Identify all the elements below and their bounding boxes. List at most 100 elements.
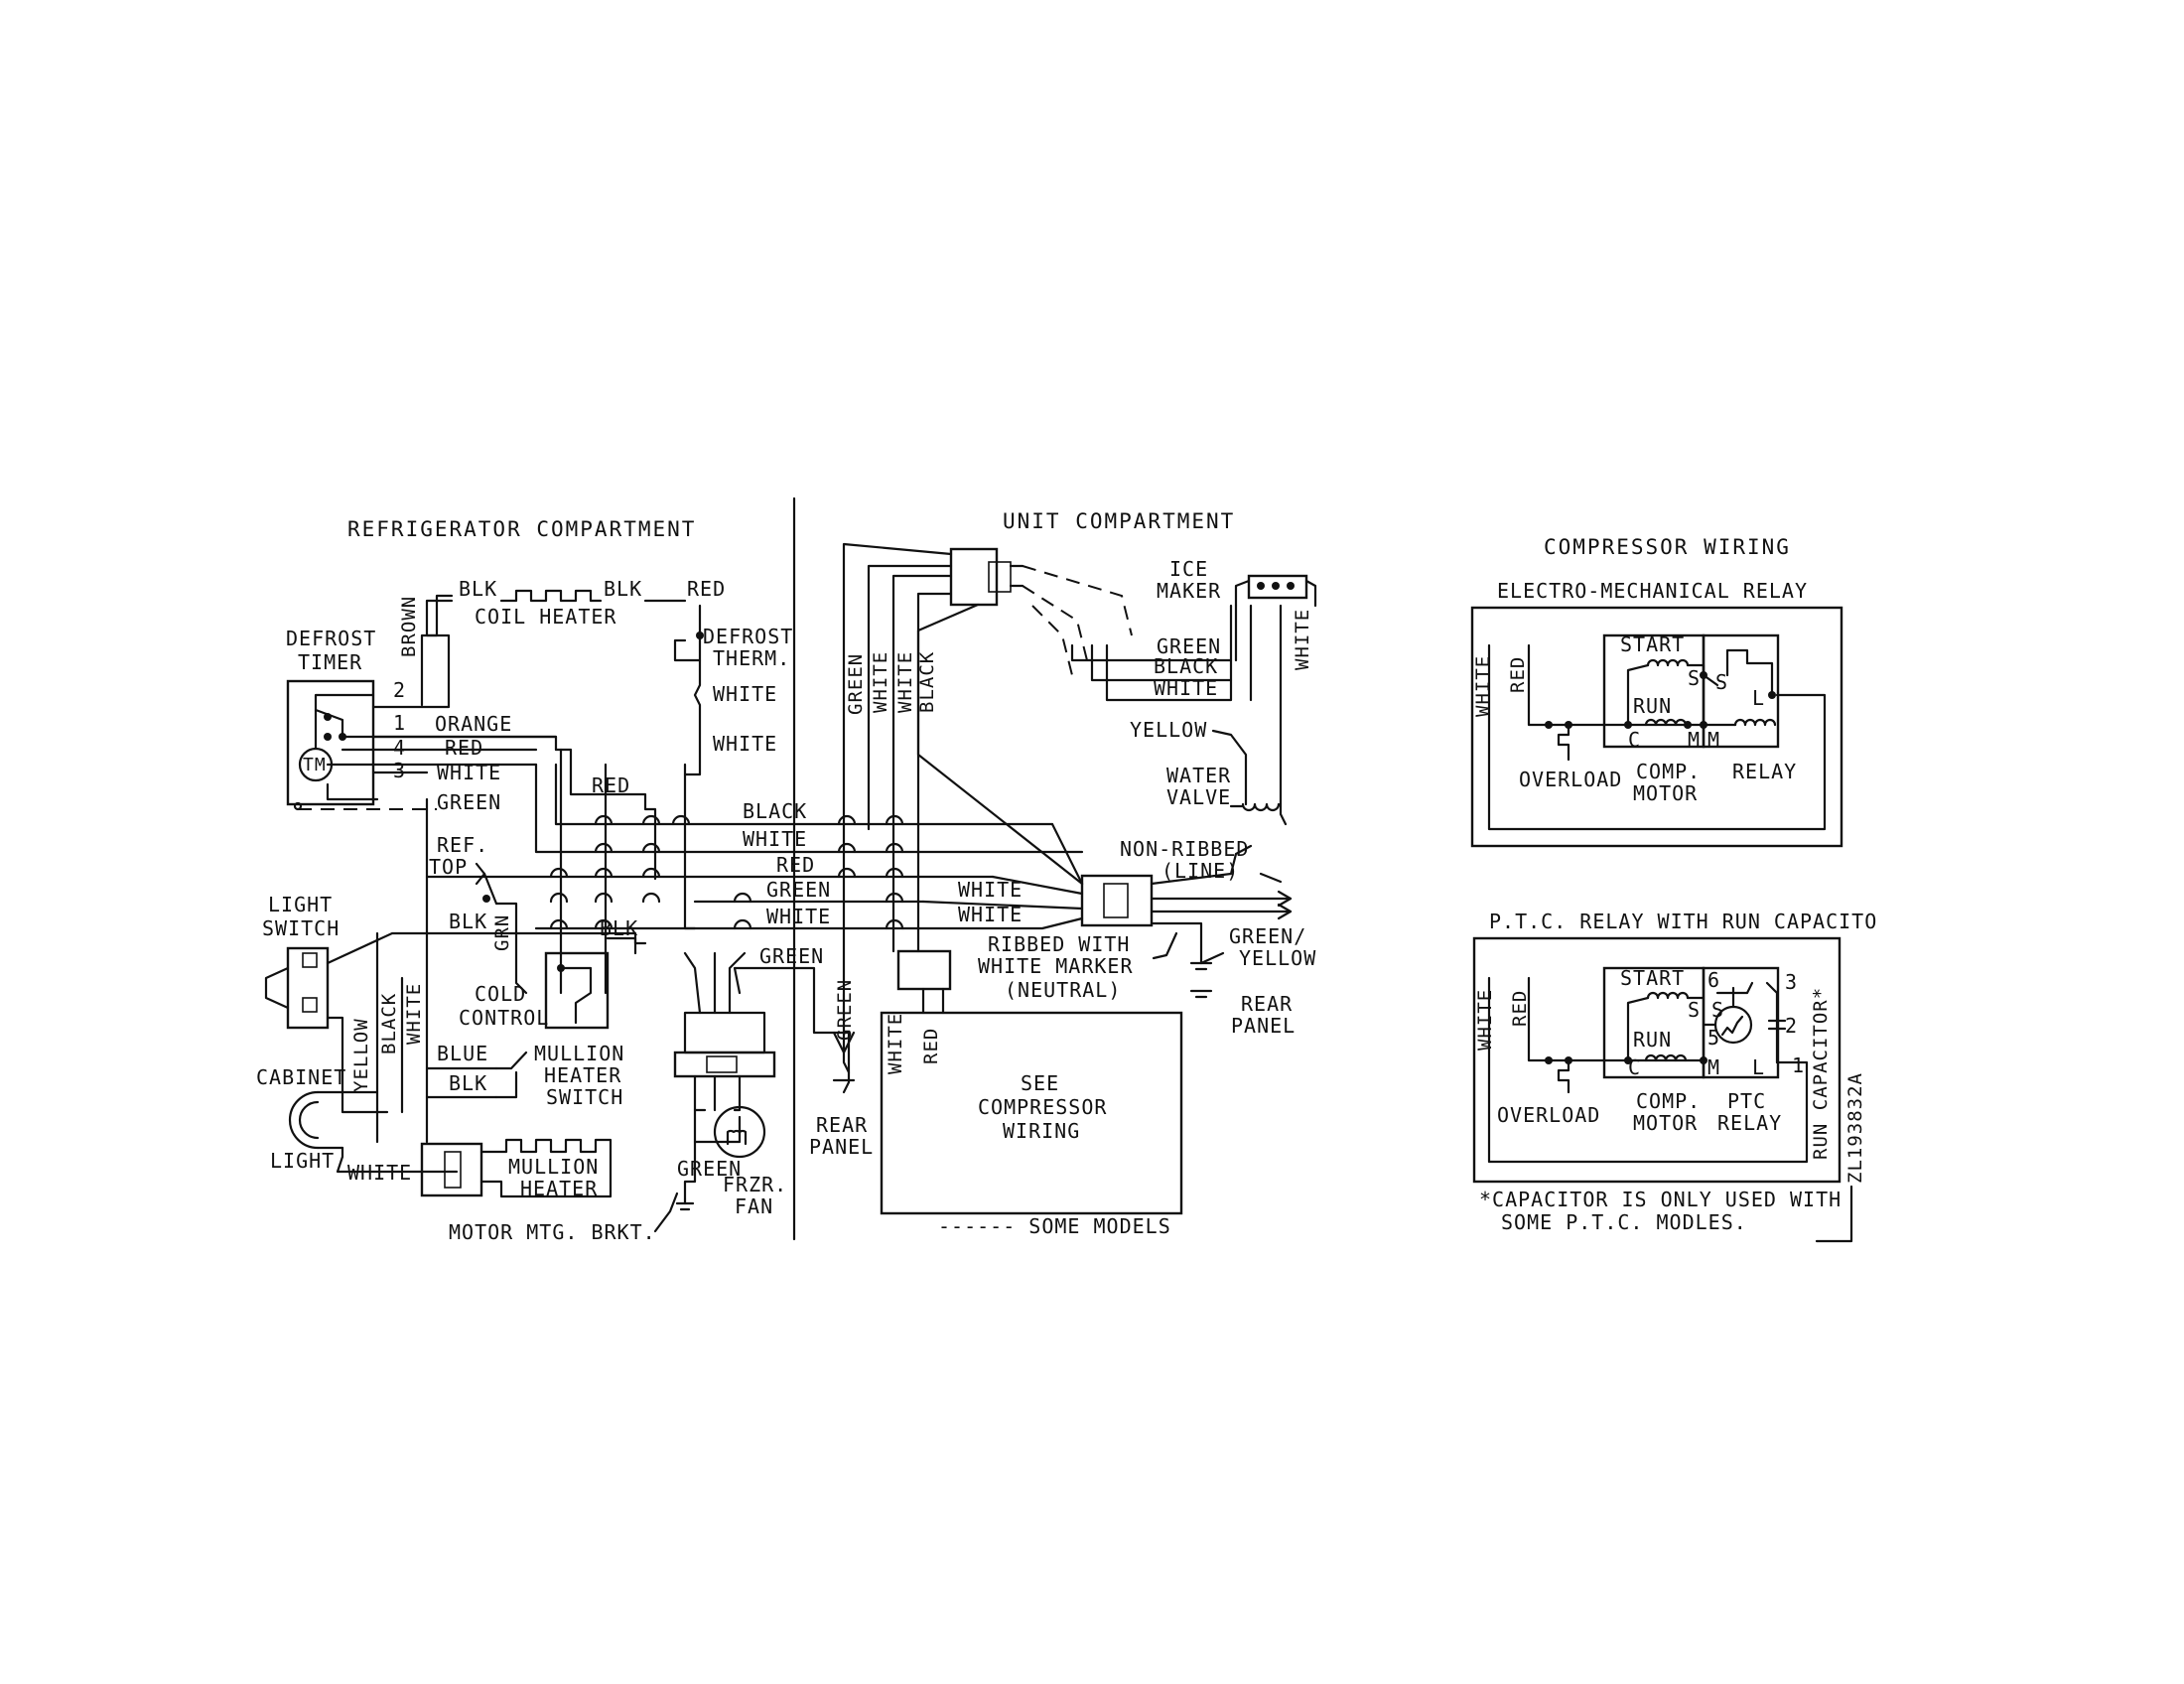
- em-relay-title: ELECTRO-MECHANICAL RELAY: [1497, 579, 1808, 603]
- light-switch-blk-label: BLK: [449, 910, 487, 933]
- ptc-red-label: RED: [1509, 990, 1531, 1027]
- timer-motor-label: TM: [303, 755, 327, 775]
- frzr-fan-connector: [673, 1051, 776, 1078]
- mullion-blk-label: BLK: [449, 1071, 487, 1095]
- ptc-comp-label: COMP.: [1636, 1089, 1701, 1113]
- timer-terminal-2: 2: [393, 678, 406, 702]
- ice-maker-green-label: GREEN: [1157, 634, 1221, 658]
- refrigerator-compartment-heading: REFRIGERATOR COMPARTMENT: [347, 517, 696, 541]
- green-yellow-label-2: YELLOW: [1239, 946, 1316, 970]
- defrost-timer-label: DEFROST: [286, 627, 376, 650]
- timer-terminal-1: 1: [393, 711, 406, 735]
- red-wire-label: RED: [445, 736, 483, 760]
- ptc-terminal-3: 3: [1785, 970, 1798, 994]
- green-comp-wire-label: GREEN: [834, 979, 856, 1041]
- defrost-therm-white-b: WHITE: [713, 732, 777, 756]
- ice-maker-label-2: MAKER: [1157, 579, 1221, 603]
- unit-black-wire-label: BLACK: [916, 651, 938, 713]
- cold-control: [544, 951, 610, 1030]
- unit-white-a-label: WHITE: [958, 878, 1023, 902]
- em-relay-box: [1470, 606, 1843, 848]
- non-ribbed-label: NON-RIBBED: [1120, 837, 1249, 861]
- mullion-switch-label-2: HEATER: [544, 1063, 621, 1087]
- main-bus: BLACK WHITE RED GREEN WHITE: [425, 763, 1084, 930]
- em-relay-label: RELAY: [1732, 760, 1797, 783]
- mullion-heater-label: MULLION: [508, 1155, 599, 1179]
- ribbed-label-3: (NEUTRAL): [1005, 978, 1121, 1002]
- orange-wire-label: ORANGE: [435, 712, 512, 736]
- mullion-switch-label: MULLION: [534, 1042, 624, 1065]
- cabinet-light-label: LIGHT: [270, 1149, 335, 1173]
- ptc-run-label: RUN: [1633, 1028, 1672, 1052]
- ptc-terminal-1: 1: [1792, 1053, 1805, 1077]
- white-wire-vertical-label: WHITE: [403, 983, 425, 1045]
- drawing-code: ZL193832A: [1844, 1072, 1866, 1184]
- em-start-label: START: [1620, 632, 1685, 656]
- white-comp-wire-label: WHITE: [885, 1013, 906, 1074]
- green-yellow-label: GREEN/: [1229, 924, 1306, 948]
- unit-white-wire-label-1: WHITE: [870, 651, 891, 713]
- yellow-wire-label: YELLOW: [350, 1018, 372, 1092]
- mullion-heater: [420, 1138, 613, 1198]
- ptc-s-label-1: S: [1688, 998, 1701, 1022]
- ice-maker-white-horiz-label: WHITE: [1154, 676, 1218, 700]
- ptc-relay-title: P.T.C. RELAY WITH RUN CAPACITO: [1489, 910, 1877, 933]
- cold-control-label-2: CONTROL: [459, 1006, 549, 1030]
- ref-top-label: REF.: [437, 833, 488, 857]
- mullion-heater-switch: [494, 1051, 528, 1099]
- blk-left-label: BLK: [459, 577, 497, 601]
- defrost-timer-label-2: TIMER: [298, 650, 362, 674]
- white-bottom-label: WHITE: [347, 1161, 412, 1185]
- water-valve-label: WATER: [1166, 764, 1231, 787]
- bus-red-label: RED: [776, 853, 815, 877]
- ptc-terminal-2: 2: [1785, 1014, 1798, 1038]
- ice-maker-white-label: WHITE: [1292, 609, 1313, 670]
- non-ribbed-label-2: (LINE): [1161, 859, 1239, 883]
- light-switch-label-2: SWITCH: [262, 916, 340, 940]
- em-red-label: RED: [1507, 656, 1529, 693]
- em-c-label: C: [1628, 728, 1641, 752]
- rear-panel-right-label-2: PANEL: [1231, 1014, 1296, 1038]
- light-switch: [264, 946, 330, 1030]
- yellow-wire-unit-label: YELLOW: [1130, 718, 1207, 742]
- rear-panel-right-label: REAR: [1241, 992, 1293, 1016]
- frzr-fan-motor: [713, 1105, 766, 1159]
- red-mid-label: RED: [592, 773, 630, 797]
- run-capacitor-label: RUN CAPACITOR*: [1810, 987, 1832, 1160]
- harness-plug: [949, 547, 1024, 607]
- red-top-label: RED: [687, 577, 726, 601]
- mullion-heater-label-2: HEATER: [520, 1177, 598, 1200]
- compressor-wiring-heading: COMPRESSOR WIRING: [1544, 535, 1791, 559]
- see-compressor-label: SEE: [1021, 1071, 1059, 1095]
- ptc-m-label: M: [1707, 1055, 1720, 1079]
- coil-heater-label: COIL HEATER: [475, 605, 616, 629]
- bus-white-label: WHITE: [743, 827, 807, 851]
- black-wire-label: BLACK: [378, 993, 400, 1054]
- unit-white-wire-label-2: WHITE: [894, 651, 916, 713]
- bus-black-label: BLACK: [743, 799, 807, 823]
- frzr-fan-label-2: FAN: [735, 1194, 773, 1218]
- frzr-fan-green-label: GREEN: [677, 1157, 742, 1181]
- ice-maker: [1234, 574, 1317, 608]
- ptc-s-label-2: S: [1711, 998, 1724, 1022]
- cold-control-label: COLD: [475, 982, 526, 1006]
- brown-wire-label: BROWN: [398, 596, 420, 657]
- motor-mtg-brkt-label: MOTOR MTG. BRKT.: [449, 1220, 656, 1244]
- em-l-label: L: [1752, 686, 1765, 710]
- red-comp-wire-label: RED: [920, 1028, 942, 1064]
- ptc-relay-label: RELAY: [1717, 1111, 1782, 1135]
- ptc-relay-circuit: WHITE RED START RUN 6 5 3 2 1 S S C M: [1474, 966, 1832, 1164]
- blk-right-label: BLK: [604, 577, 642, 601]
- power-cord-connector: [1080, 874, 1154, 927]
- em-s-label-1: S: [1688, 666, 1701, 690]
- capacitor-note: *CAPACITOR IS ONLY USED WITH: [1479, 1188, 1842, 1211]
- some-models-legend: ------ SOME MODELS: [938, 1214, 1171, 1238]
- see-compressor-label-2: COMPRESSOR: [978, 1095, 1107, 1119]
- ice-maker-label: ICE: [1169, 557, 1208, 581]
- see-compressor-label-3: WIRING: [1003, 1119, 1080, 1143]
- ptc-terminal-6: 6: [1707, 968, 1720, 992]
- unit-green-wire-label: GREEN: [845, 653, 867, 715]
- water-valve-label-2: VALVE: [1166, 785, 1231, 809]
- white-wire-label: WHITE: [437, 761, 501, 784]
- ptc-motor-label: MOTOR: [1633, 1111, 1698, 1135]
